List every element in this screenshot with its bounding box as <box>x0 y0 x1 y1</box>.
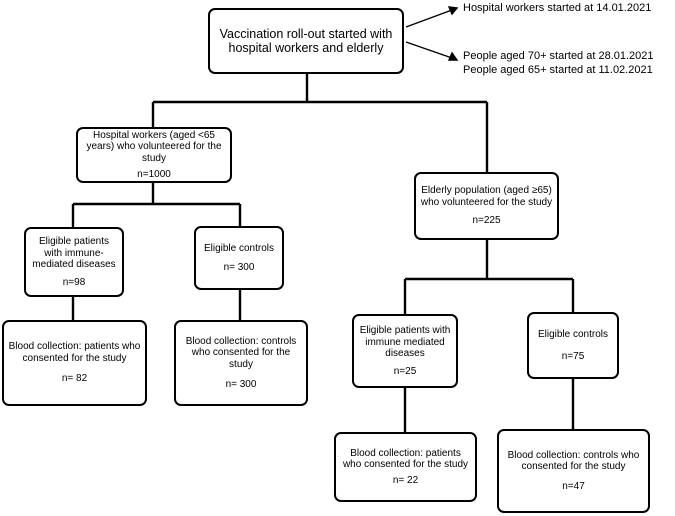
hospital-workers-label: Hospital workers (aged <65 years) who vo… <box>86 129 222 164</box>
el-eligible-controls-label: Eligible controls <box>537 328 609 340</box>
el-controls-blood-count: n=47 <box>562 480 585 492</box>
box-el-eligible-patients: Eligible patients with immune mediated d… <box>352 314 458 388</box>
hw-controls-blood-label: Blood collection: controls who consented… <box>185 335 297 370</box>
hw-eligible-controls-label: Eligible controls <box>203 242 275 254</box>
box-hw-eligible-controls: Eligible controls n= 300 <box>194 226 284 290</box>
el-eligible-patients-label: Eligible patients with immune mediated d… <box>359 325 451 359</box>
elderly-label: Elderly population (aged ≥65) who volunt… <box>420 185 553 208</box>
box-hospital-workers: Hospital workers (aged <65 years) who vo… <box>76 127 232 183</box>
box-el-patients-blood: Blood collection: patients who consented… <box>334 432 477 502</box>
el-patients-blood-count: n= 22 <box>392 474 419 486</box>
box-rollout-start: Vaccination roll-out started with hospit… <box>208 8 404 74</box>
hw-controls-blood-count: n= 300 <box>225 379 257 390</box>
note-aged65-start: People aged 65+ started at 11.02.2021 <box>463 64 653 76</box>
arrow-head-hospital <box>447 6 459 16</box>
hospital-workers-count: n=1000 <box>137 169 171 180</box>
el-eligible-patients-count: n=25 <box>393 365 417 377</box>
box-hw-controls-blood: Blood collection: controls who consented… <box>174 320 308 406</box>
arrow-line-hospital <box>405 9 453 28</box>
rollout-title: Vaccination roll-out started with hospit… <box>219 27 393 55</box>
hw-eligible-patients-count: n=98 <box>62 276 86 288</box>
el-eligible-controls-count: n=75 <box>561 351 585 362</box>
note-hospital-start: Hospital workers started at 14.01.2021 <box>463 2 652 14</box>
elderly-count: n=225 <box>472 215 501 227</box>
arrow-line-elderly <box>405 41 453 59</box>
box-el-controls-blood: Blood collection: controls who consented… <box>497 429 650 513</box>
el-controls-blood-label: Blood collection: controls who consented… <box>507 449 640 473</box>
hw-patients-blood-label: Blood collection: patients who consented… <box>8 341 141 364</box>
hw-eligible-controls-count: n= 300 <box>223 262 255 273</box>
el-patients-blood-label: Blood collection: patients who consented… <box>342 447 469 471</box>
box-hw-eligible-patients: Eligible patients with immune-mediated d… <box>24 227 124 297</box>
note-aged70-start: People aged 70+ started at 28.01.2021 <box>463 50 654 62</box>
box-elderly: Elderly population (aged ≥65) who volunt… <box>414 172 559 240</box>
arrow-head-elderly <box>447 51 459 61</box>
hw-eligible-patients-label: Eligible patients with immune-mediated d… <box>32 236 116 270</box>
box-el-eligible-controls: Eligible controls n=75 <box>527 312 619 379</box>
box-hw-patients-blood: Blood collection: patients who consented… <box>2 320 147 406</box>
hw-patients-blood-count: n= 82 <box>61 373 88 385</box>
